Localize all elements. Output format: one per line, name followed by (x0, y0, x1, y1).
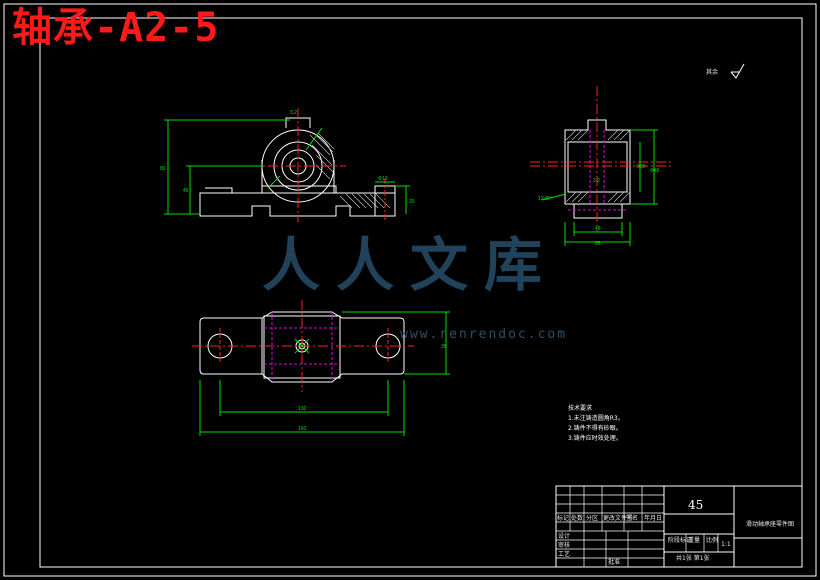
technical-note-item: 3.铸件应时效处理。 (568, 435, 622, 442)
title-block-label: 设计 (558, 533, 571, 540)
title-block-sheet: 共1张 第1张 (676, 555, 710, 562)
front-view: 80 45 20 Φ13 3.2 (160, 108, 415, 222)
roughness-symbol (730, 63, 745, 79)
title-block-part-name: 滑动轴承座零件图 (746, 521, 795, 528)
title-block-label: 处数 (571, 515, 584, 522)
svg-text:Φ30: Φ30 (636, 164, 646, 170)
title-block-label: 年月日 (644, 515, 663, 522)
title-block-label: 更改文件号 (603, 515, 634, 522)
title-block-label: 签名 (626, 515, 639, 522)
title-block-label: 审核 (558, 542, 571, 549)
svg-text:Φ13: Φ13 (378, 176, 388, 182)
top-view: 130 160 35 (192, 300, 450, 436)
title-block-label: 分区 (586, 515, 599, 522)
title-block-label: 比例 (706, 537, 719, 544)
svg-text:3.2: 3.2 (593, 178, 600, 184)
title-block-material: 45 (688, 498, 704, 512)
title-block-label: 阶段标记 (668, 537, 693, 544)
title-block (555, 485, 803, 568)
svg-text:80: 80 (160, 166, 166, 172)
svg-text:1X45°: 1X45° (538, 196, 552, 202)
drawing-stamp-title: 轴承-A2-5 (12, 5, 220, 51)
title-block-label: 批准 (608, 559, 621, 566)
svg-text:45: 45 (183, 188, 189, 194)
inner-border (39, 17, 803, 568)
svg-text:35: 35 (441, 344, 447, 350)
watermark-text: 人人文库 (262, 231, 559, 299)
technical-notes-heading: 技术要求 (568, 405, 593, 412)
outer-border (3, 3, 817, 577)
technical-note-item: 2.铸件不得有砂眼。 (568, 425, 622, 432)
svg-text:65: 65 (595, 241, 601, 247)
technical-notes: 技术要求 1.未注铸造圆角R3。 2.铸件不得有砂眼。 3.铸件应时效处理。 (568, 404, 624, 444)
title-block-label: 标记 (557, 515, 570, 522)
svg-text:160: 160 (298, 426, 307, 432)
side-view: 65 48 Φ30 Φ45 1X45° 3.2 (530, 86, 672, 247)
svg-text:48: 48 (595, 226, 601, 232)
svg-text:Φ45: Φ45 (650, 168, 660, 174)
title-block-scale: 1:1 (721, 541, 731, 548)
title-block-label: 重量 (688, 537, 701, 544)
svg-text:130: 130 (298, 406, 307, 412)
watermark-url: www.renrendoc.com (400, 327, 568, 342)
technical-note-item: 1.未注铸造圆角R3。 (568, 415, 624, 422)
svg-text:3.2: 3.2 (290, 110, 297, 116)
title-block-label: 工艺 (558, 551, 571, 558)
svg-text:20: 20 (409, 199, 415, 205)
roughness-note: 其余 (706, 69, 719, 76)
